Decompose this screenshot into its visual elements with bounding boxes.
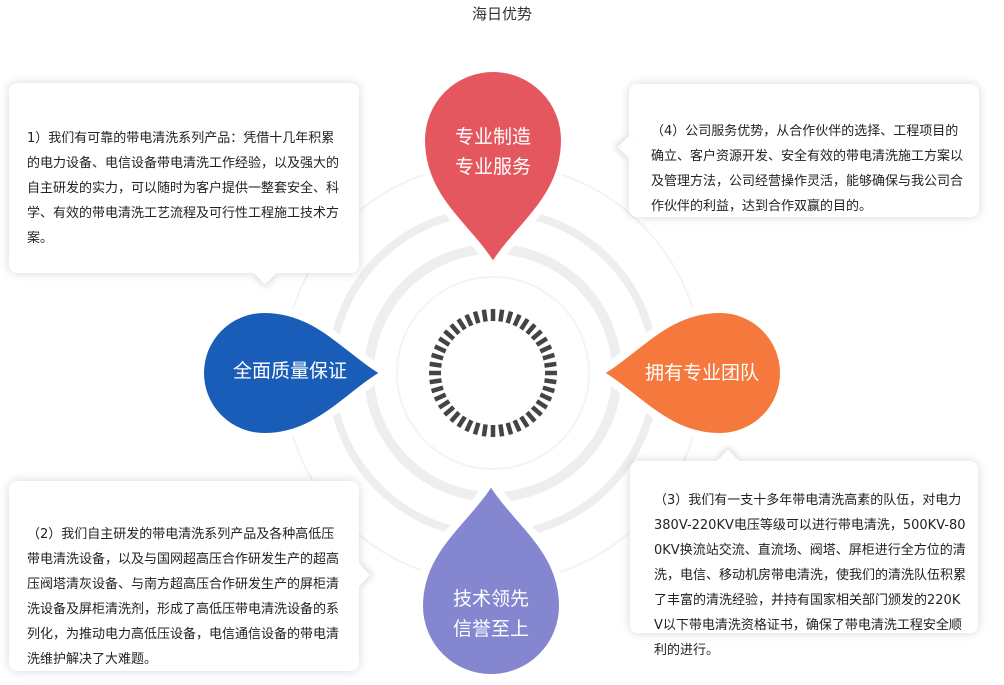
spinner-tick xyxy=(429,361,442,368)
advantage-card-1-text: 1）我们有可靠的带电清洗系列产品：凭借十几年积累的电力设备、电信设备带电清洗工作… xyxy=(27,131,340,246)
drop-top-label: 专业制造 专业服务 xyxy=(423,122,563,182)
drop-right-label: 拥有专业团队 xyxy=(644,362,759,384)
spinner-tick xyxy=(437,399,451,410)
advantage-card-4: （4）公司服务优势，从合作伙伴的选择、工程项目的确立、客户资源开发、安全有效的带… xyxy=(617,84,979,217)
spinner-tick xyxy=(433,392,447,402)
spinner-tick xyxy=(464,313,474,327)
spinner-tick xyxy=(429,378,442,385)
spinner-tick xyxy=(512,313,522,327)
drop-right xyxy=(589,304,788,442)
drop-top-line1: 专业制造 xyxy=(454,126,531,148)
spinner-tick xyxy=(456,317,467,331)
drop-bottom xyxy=(414,471,568,682)
spinner-tick xyxy=(525,323,537,336)
spinner-tick xyxy=(519,415,530,429)
spinner-tick xyxy=(519,317,530,331)
drop-left-label: 全面质量保证 xyxy=(232,360,347,382)
spinner-icon xyxy=(429,309,557,437)
spinner-tick xyxy=(530,405,543,417)
spinner-tick xyxy=(481,309,488,322)
spinner-tick xyxy=(535,399,549,410)
section-title: 海日优势 xyxy=(471,5,532,23)
advantage-card-3-text: （3）我们有一支十多年带电清洗高素的队伍，对电力380V-220KV电压等级可以… xyxy=(654,493,967,658)
drop-bottom-line2: 信誉至上 xyxy=(452,618,529,640)
spinner-tick xyxy=(449,410,461,423)
drop-left xyxy=(196,304,395,442)
spinner-tick xyxy=(525,410,537,423)
spinner-tick xyxy=(481,424,488,437)
spinner-tick xyxy=(449,323,461,336)
spinner-tick xyxy=(472,310,481,324)
spinner-tick xyxy=(539,392,553,402)
spinner-tick xyxy=(456,415,467,429)
spinner-tick xyxy=(443,405,456,417)
spinner-tick xyxy=(472,422,481,436)
spinner-tick xyxy=(430,352,444,361)
spinner-tick xyxy=(544,378,557,385)
spinner-tick xyxy=(498,424,505,437)
drop-bottom-label: 技术领先 信誉至上 xyxy=(421,584,561,644)
advantage-card-2-text: （2）我们自主研发的带电清洗系列产品及各种高低压带电清洗设备，以及与国网超高压合… xyxy=(27,527,340,667)
spinner-tick xyxy=(542,352,556,361)
spinner-tick xyxy=(530,329,543,341)
spinner-tick xyxy=(498,309,505,322)
spinner-tick xyxy=(512,419,522,433)
spinner-tick xyxy=(505,422,514,436)
spinner-tick xyxy=(443,329,456,341)
drop-top-line2: 专业服务 xyxy=(454,156,531,178)
drop-bottom-line1: 技术领先 xyxy=(452,588,529,610)
spinner-tick xyxy=(433,344,447,354)
drop-top xyxy=(416,64,570,277)
advantage-card-2: （2）我们自主研发的带电清洗系列产品及各种高低压带电清洗设备，以及与国网超高压合… xyxy=(9,481,371,671)
spinner-tick xyxy=(539,344,553,354)
spinner-tick xyxy=(535,336,549,347)
spinner-tick xyxy=(464,419,474,433)
spinner-tick xyxy=(437,336,451,347)
advantage-card-3: （3）我们有一支十多年带电清洗高素的队伍，对电力380V-220KV电压等级可以… xyxy=(630,449,978,658)
spinner-tick xyxy=(542,385,556,394)
spinner-tick xyxy=(430,385,444,394)
spinner-tick xyxy=(544,361,557,368)
spinner-tick xyxy=(505,310,514,324)
advantage-card-1: 1）我们有可靠的带电清洗系列产品：凭借十几年积累的电力设备、电信设备带电清洗工作… xyxy=(9,83,359,285)
advantage-card-4-text: （4）公司服务优势，从合作伙伴的选择、工程项目的确立、客户资源开发、安全有效的带… xyxy=(651,124,964,214)
